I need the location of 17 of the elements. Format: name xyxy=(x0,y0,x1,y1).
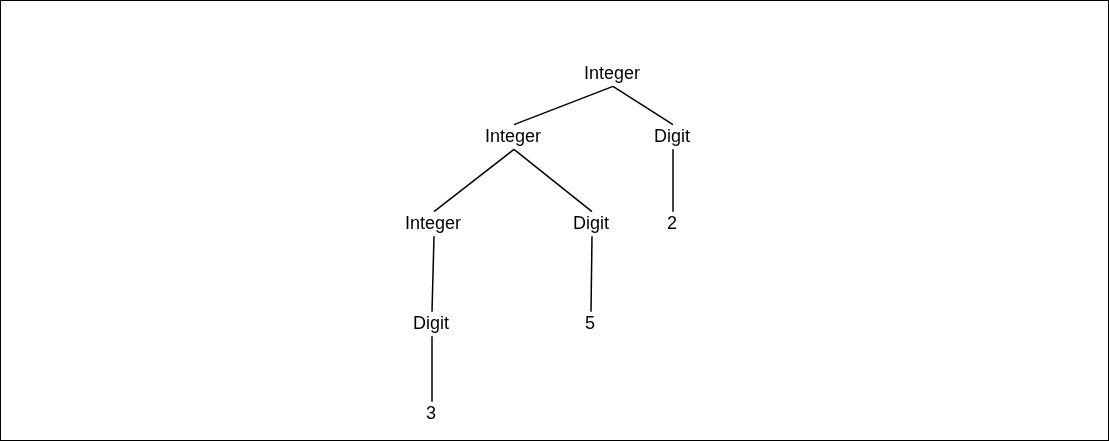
tree-node-label: Digit xyxy=(571,212,611,234)
tree-branch-line xyxy=(513,85,614,126)
tree-node-label: Integer xyxy=(403,212,463,234)
tree-node-label: Integer xyxy=(582,62,642,84)
tree-branch-line xyxy=(590,235,593,313)
tree-node-label: 3 xyxy=(424,402,438,424)
tree-branch-line xyxy=(513,148,593,213)
tree-branch-line xyxy=(672,148,674,213)
tree-node-label: Digit xyxy=(652,125,692,147)
tree-node-label: 5 xyxy=(583,312,597,334)
tree-node-label: 2 xyxy=(665,212,679,234)
tree-branch-line xyxy=(431,335,433,403)
tree-branch-line xyxy=(612,85,674,126)
tree-node-label: Integer xyxy=(483,125,543,147)
tree-branch-line xyxy=(431,235,435,313)
tree-branch-line xyxy=(433,148,515,213)
tree-node-label: Digit xyxy=(411,312,451,334)
